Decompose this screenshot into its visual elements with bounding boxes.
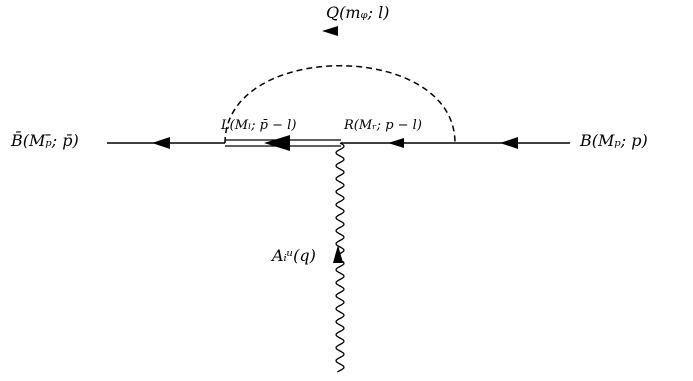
top-loop-label: Q(mᵩ; l)	[326, 3, 390, 22]
right-internal-label: R(Mᵣ; p − l)	[344, 118, 422, 133]
loop-arrow-icon	[322, 26, 338, 36]
double-line-arrow-icon	[264, 135, 290, 151]
right-external-label: B(Mₚ; p)	[580, 131, 648, 150]
left-external-label: B̄(Mₚ̄; p̄)	[11, 131, 79, 150]
left-external-arrow-icon	[152, 137, 170, 149]
scalar-loop-dashed	[224, 65, 456, 144]
photon-arrow-icon	[333, 245, 343, 263]
right-external-arrow-icon	[500, 137, 518, 149]
right-internal-arrow-icon	[388, 138, 404, 148]
left-internal-label: L(Mₗ; p̄ − l)	[221, 118, 297, 133]
photon-label: Aᵢᵘ(q)	[272, 246, 316, 265]
